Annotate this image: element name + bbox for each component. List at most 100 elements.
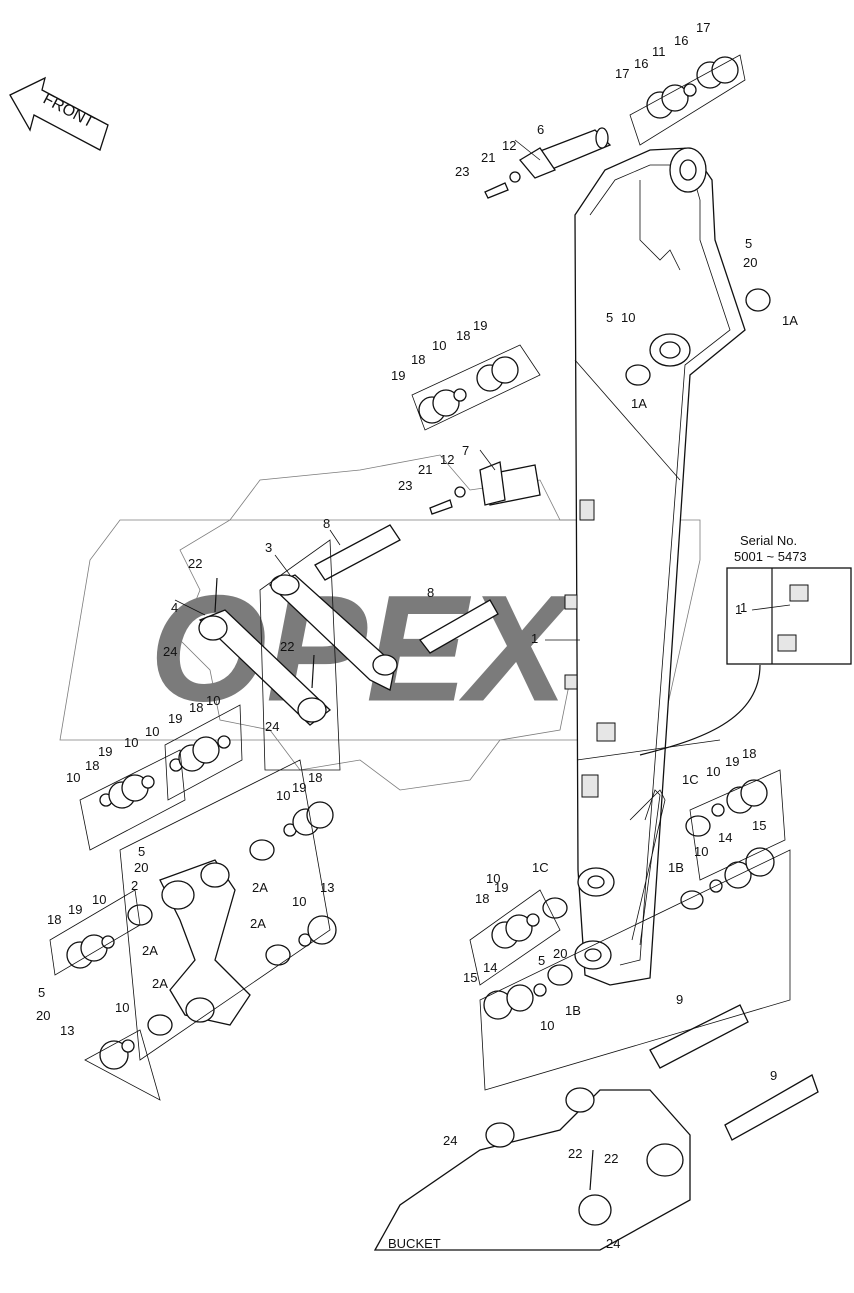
callout-c13b: 13 <box>60 1023 74 1038</box>
callout-c22b: 22 <box>280 639 294 654</box>
callout-c2Ac: 2A <box>250 916 266 931</box>
callout-c2Ab: 2A <box>142 943 158 958</box>
callout-c1Cb: 1C <box>532 860 549 875</box>
callout-c20c: 20 <box>553 946 567 961</box>
callout-c10n: 10 <box>115 1000 129 1015</box>
callout-c19g: 19 <box>68 902 82 917</box>
washers <box>66 56 775 1070</box>
callout-c10a: 10 <box>621 310 635 325</box>
callout-c14b: 14 <box>483 960 497 975</box>
callout-c23b: 23 <box>398 478 412 493</box>
callout-c21a: 21 <box>481 150 495 165</box>
serial-range: 5001 ~ 5473 <box>734 549 807 564</box>
callout-c24b: 24 <box>265 719 279 734</box>
callout-c4: 4 <box>171 600 178 615</box>
serial-title: Serial No. <box>740 533 797 548</box>
callout-c18h: 18 <box>475 891 489 906</box>
callout-c5a: 5 <box>745 236 752 251</box>
callout-c20b: 20 <box>134 860 148 875</box>
callout-c10f: 10 <box>66 770 80 785</box>
callout-c10m: 10 <box>540 1018 554 1033</box>
callout-c5e: 5 <box>38 985 45 1000</box>
callout-c12a: 12 <box>502 138 516 153</box>
callout-c1Ca: 1C <box>682 772 699 787</box>
callout-c10d: 10 <box>145 724 159 739</box>
callout-c2: 2 <box>131 878 138 893</box>
bushings <box>127 288 771 1036</box>
callout-c24c: 24 <box>443 1133 457 1148</box>
callout-c24a: 24 <box>163 644 177 659</box>
callout-c6: 6 <box>537 122 544 137</box>
callout-c13a: 13 <box>320 880 334 895</box>
callout-c7: 7 <box>462 443 469 458</box>
callout-c1Ab: 1A <box>631 396 647 411</box>
callout-c10b: 10 <box>432 338 446 353</box>
callout-c15b: 15 <box>463 970 477 985</box>
callout-c16a: 16 <box>674 33 688 48</box>
callout-c18b: 18 <box>456 328 470 343</box>
callout-c10c: 10 <box>206 693 220 708</box>
callout-c24d: 24 <box>606 1236 620 1251</box>
callout-c18f: 18 <box>742 746 756 761</box>
callout-c10e: 10 <box>124 735 138 750</box>
callout-c8a: 8 <box>323 516 330 531</box>
callout-c20d: 20 <box>36 1008 50 1023</box>
callout-c17a: 17 <box>696 20 710 35</box>
arm-assembly <box>564 147 746 986</box>
callout-c1b: 1 <box>735 602 742 617</box>
callout-c16b: 16 <box>634 56 648 71</box>
callout-c19f: 19 <box>725 754 739 769</box>
callout-c14a: 14 <box>718 830 732 845</box>
pins <box>314 127 819 1141</box>
callout-c11a: 11 <box>652 44 666 59</box>
leader-lines <box>174 139 791 641</box>
callout-c1Ba: 1B <box>668 860 684 875</box>
callout-c19d: 19 <box>98 744 112 759</box>
callout-c9b: 9 <box>770 1068 777 1083</box>
callout-c8b: 8 <box>427 585 434 600</box>
callout-c22a: 22 <box>188 556 202 571</box>
callout-c1Aa: 1A <box>782 313 798 328</box>
outline-frames <box>49 54 791 1101</box>
callout-c18a: 18 <box>411 352 425 367</box>
callout-c1c: 1 <box>740 600 747 615</box>
callout-c2Ad: 2A <box>152 976 168 991</box>
callout-c5c: 5 <box>138 844 145 859</box>
callout-c2Aa: 2A <box>252 880 268 895</box>
callout-c22d: 22 <box>604 1151 618 1166</box>
callout-c19c: 19 <box>168 711 182 726</box>
callout-c10j: 10 <box>292 894 306 909</box>
callout-c19a: 19 <box>391 368 405 383</box>
callout-c10i: 10 <box>92 892 106 907</box>
callout-c1a: 1 <box>531 631 538 646</box>
callout-c21b: 21 <box>418 462 432 477</box>
bucket: BUCKET <box>373 1087 691 1251</box>
callout-c10g: 10 <box>276 788 290 803</box>
fasteners <box>214 171 594 1191</box>
serial-inset: Serial No. 5001 ~ 5473 <box>639 533 852 756</box>
callout-c10l: 10 <box>694 844 708 859</box>
front-arrow: FRONT <box>9 76 109 151</box>
callout-c23a: 23 <box>455 164 469 179</box>
callout-c5d: 5 <box>538 953 545 968</box>
callout-c22c: 22 <box>568 1146 582 1161</box>
callout-c10h: 10 <box>706 764 720 779</box>
callout-c10k: 10 <box>486 871 500 886</box>
callout-c20a: 20 <box>743 255 757 270</box>
callout-c18d: 18 <box>85 758 99 773</box>
callout-c15a: 15 <box>752 818 766 833</box>
callout-c19e: 19 <box>292 780 306 795</box>
callout-c18g: 18 <box>47 912 61 927</box>
callout-c9a: 9 <box>676 992 683 1007</box>
callout-c18c: 18 <box>189 700 203 715</box>
callout-c12b: 12 <box>440 452 454 467</box>
callout-c17b: 17 <box>615 66 629 81</box>
bucket-label: BUCKET <box>388 1236 441 1251</box>
callout-c19b: 19 <box>473 318 487 333</box>
callout-c3: 3 <box>265 540 272 555</box>
callout-c1Bb: 1B <box>565 1003 581 1018</box>
callout-c5b: 5 <box>606 310 613 325</box>
